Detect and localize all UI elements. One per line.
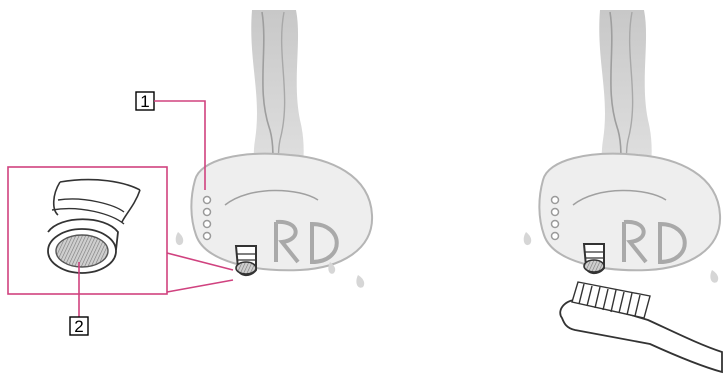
earbud-right-illustration bbox=[524, 154, 720, 283]
toothbrush-icon bbox=[560, 282, 722, 372]
callout-1-label: 1 bbox=[140, 92, 149, 111]
right-earbud-group bbox=[524, 10, 722, 372]
detail-leader-bottom bbox=[167, 280, 233, 292]
callout-2-label: 2 bbox=[74, 317, 83, 336]
